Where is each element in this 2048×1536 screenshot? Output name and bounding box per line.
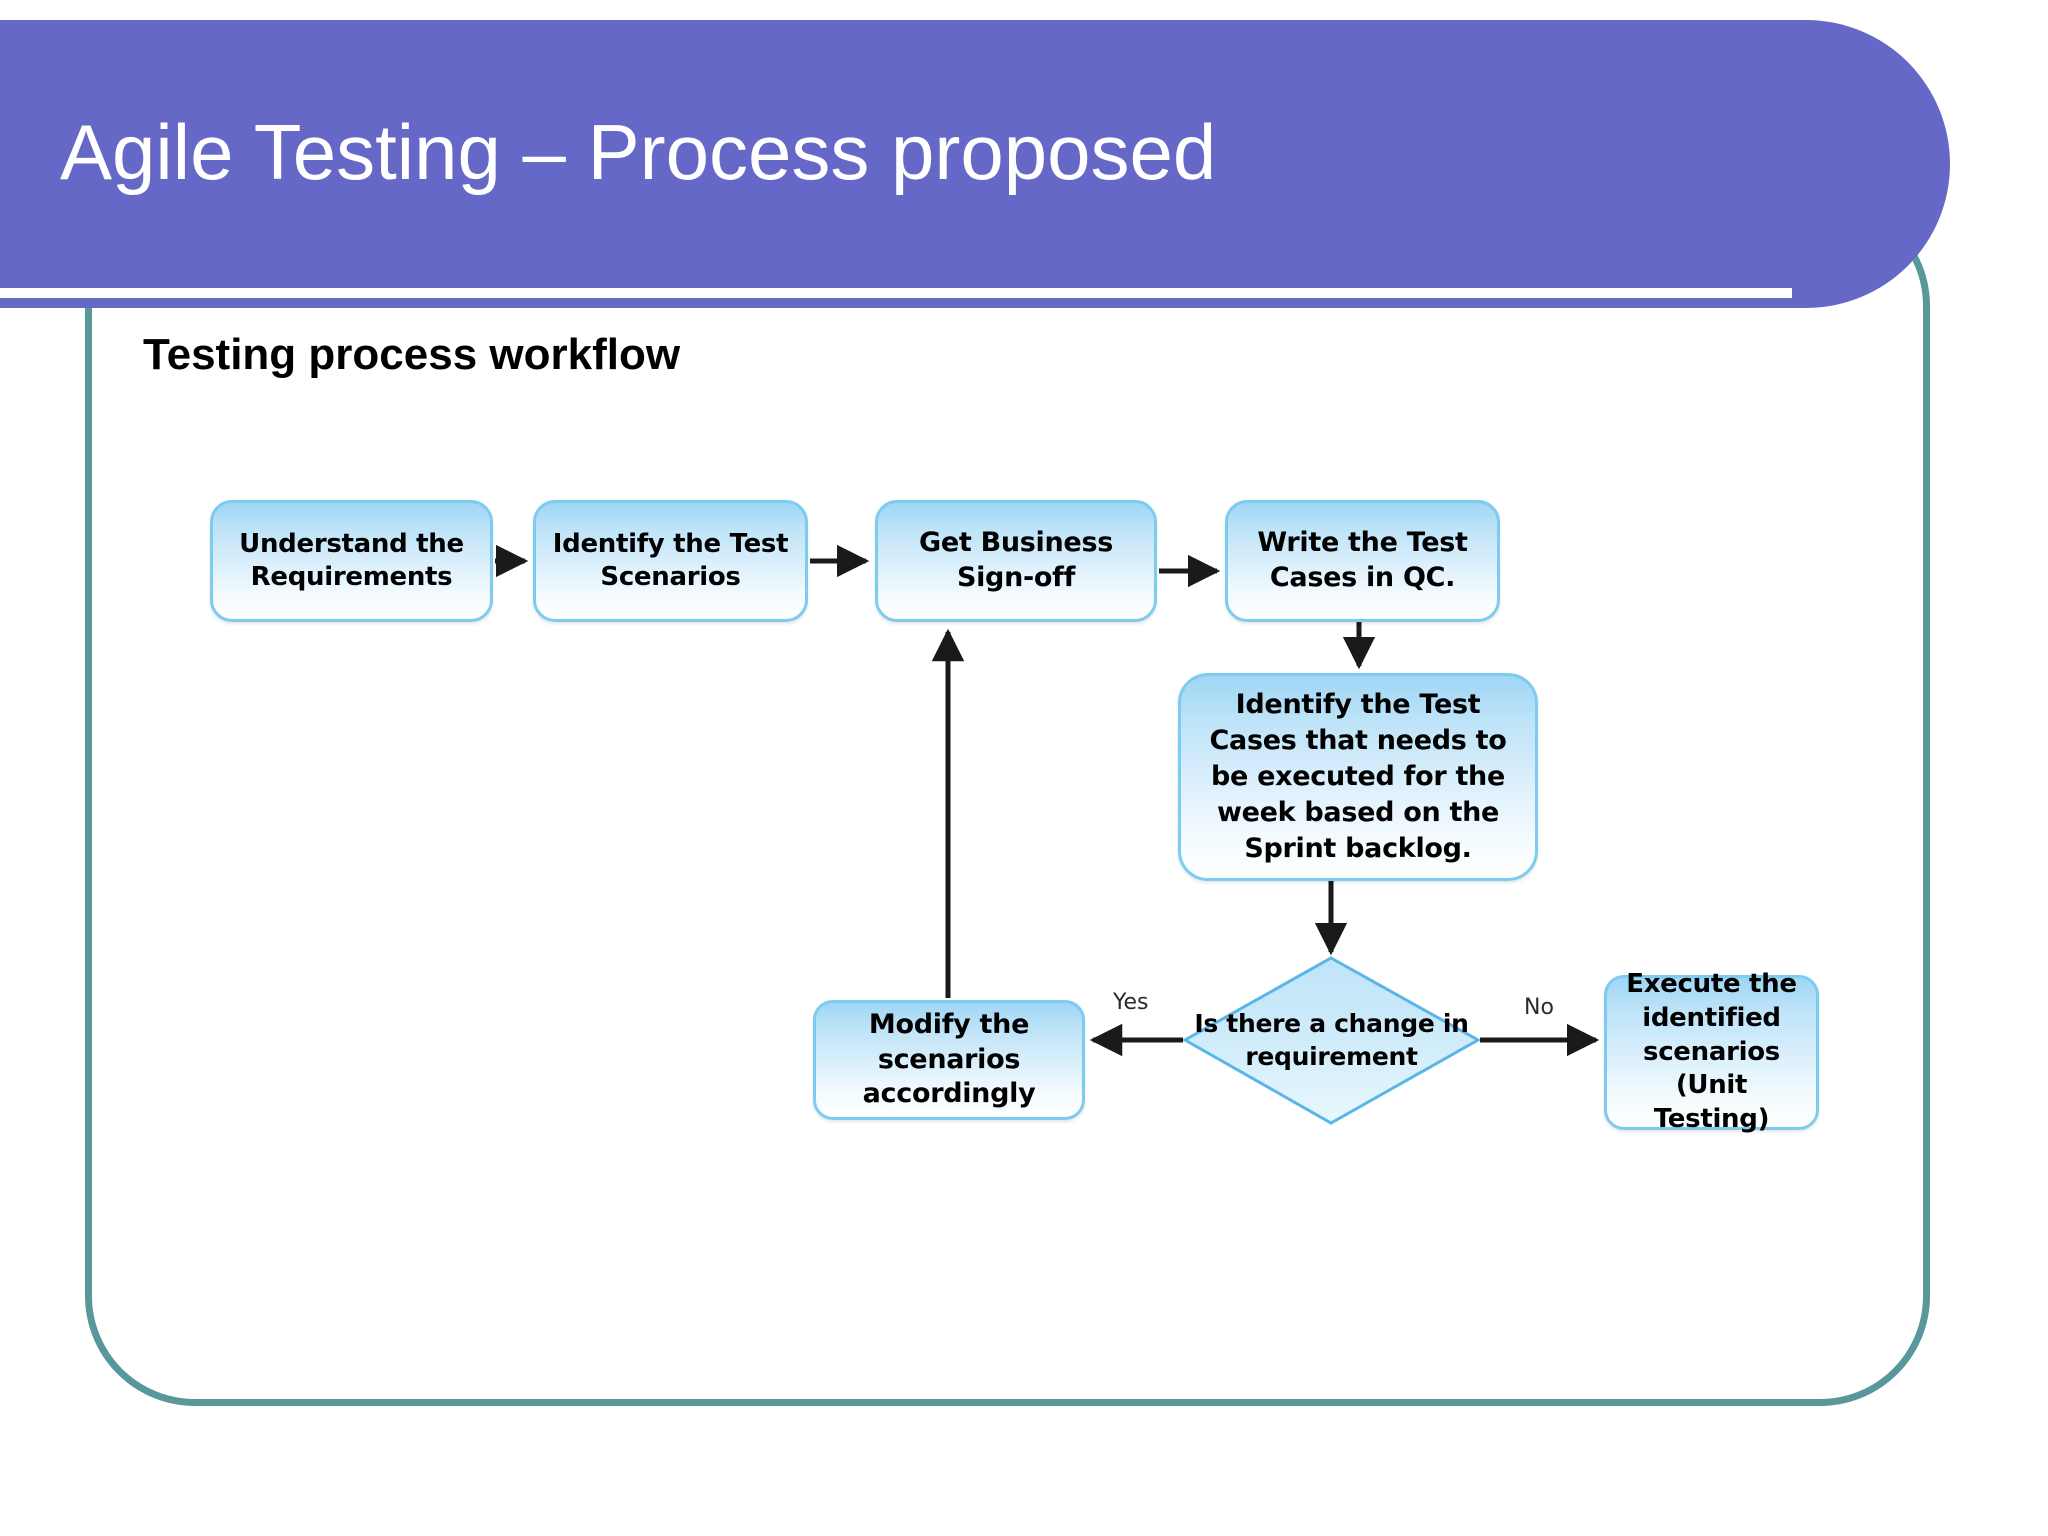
flow-node-label: Understand the Requirements: [239, 528, 464, 592]
flow-node-label: Get Business Sign-off: [919, 527, 1113, 593]
flow-node-label: Identify the Test Cases that needs to be…: [1209, 689, 1507, 864]
flow-node-label: Modify the scenarios accordingly: [862, 1009, 1036, 1110]
flow-node-get-business-signoff[interactable]: Get Business Sign-off: [875, 500, 1157, 622]
flow-node-label: Is there a change in requirement: [1194, 1009, 1469, 1071]
flow-node-decision-change-in-requirement[interactable]: Is there a change in requirement: [1185, 958, 1478, 1123]
section-heading: Testing process workflow: [143, 330, 681, 379]
flow-node-modify-scenarios[interactable]: Modify the scenarios accordingly: [813, 1000, 1085, 1120]
flow-node-execute-identified-scenarios[interactable]: Execute the identified scenarios (Unit T…: [1604, 969, 1819, 1134]
flow-node-understand-requirements[interactable]: Understand the Requirements: [210, 500, 493, 622]
edge-label-no: No: [1524, 995, 1554, 1020]
flow-node-identify-test-scenarios[interactable]: Identify the Test Scenarios: [533, 500, 808, 622]
flow-node-label: Write the Test Cases in QC.: [1257, 527, 1468, 593]
flow-node-identify-test-cases-for-week[interactable]: Identify the Test Cases that needs to be…: [1178, 673, 1538, 881]
header-rule: [0, 288, 1792, 298]
edge-label-yes: Yes: [1113, 990, 1149, 1015]
flow-node-label: Execute the identified scenarios (Unit T…: [1626, 969, 1797, 1135]
decision-diamond-shape: [1181, 956, 1482, 1125]
page-title: Agile Testing – Process proposed: [60, 108, 1217, 196]
flow-node-label: Identify the Test Scenarios: [552, 528, 789, 592]
header-banner: Agile Testing – Process proposed: [0, 20, 1950, 308]
flow-node-write-test-cases-qc[interactable]: Write the Test Cases in QC.: [1225, 500, 1500, 622]
